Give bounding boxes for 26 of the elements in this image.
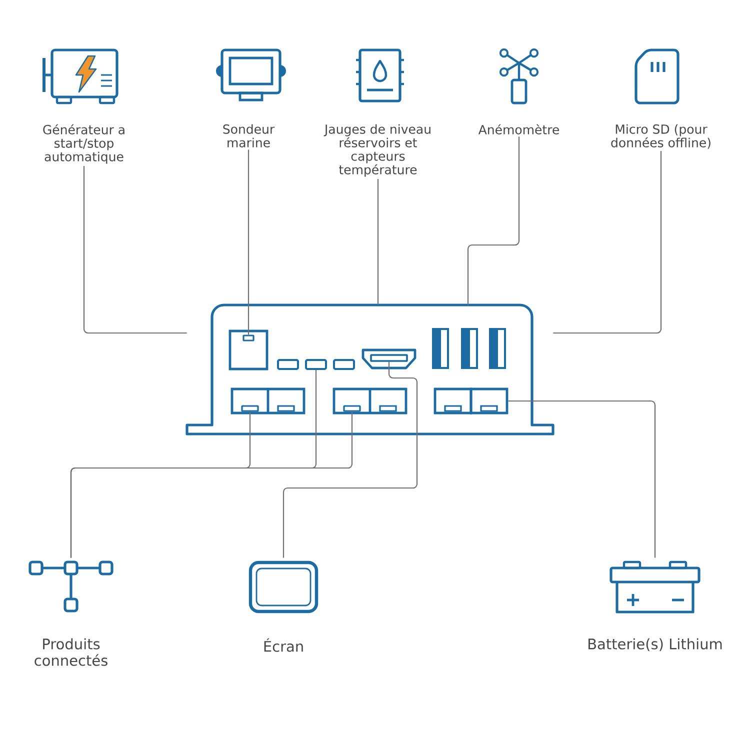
connector-line [83,166,187,334]
network-icon [28,560,114,612]
device-label: Produits connectés [34,638,108,666]
port [242,334,254,342]
port [343,405,361,412]
port [305,359,327,370]
device-illustration [186,304,554,436]
connector-line [282,362,418,558]
port [370,354,408,362]
connector-line [508,400,656,558]
device-label: Sondeur marine [223,124,275,148]
connector-line [377,179,379,305]
device-label: Générateur a start/stop automatique [43,124,124,164]
device-label: Anémomètre [478,124,559,134]
device-label: Micro SD (pour données offline) [611,124,710,149]
screen-icon [248,560,318,614]
battery-icon [610,560,700,614]
device-label: Écran [264,638,303,652]
connector-line [553,151,662,334]
connector-line [467,136,520,305]
device-label: Jauges de niveau réservoirs et capteurs température [324,124,430,177]
device-label: Batterie(s) Lithium [588,638,722,652]
connector-line [70,412,353,558]
connector-line [248,150,250,335]
port [241,405,259,412]
port [470,388,508,414]
